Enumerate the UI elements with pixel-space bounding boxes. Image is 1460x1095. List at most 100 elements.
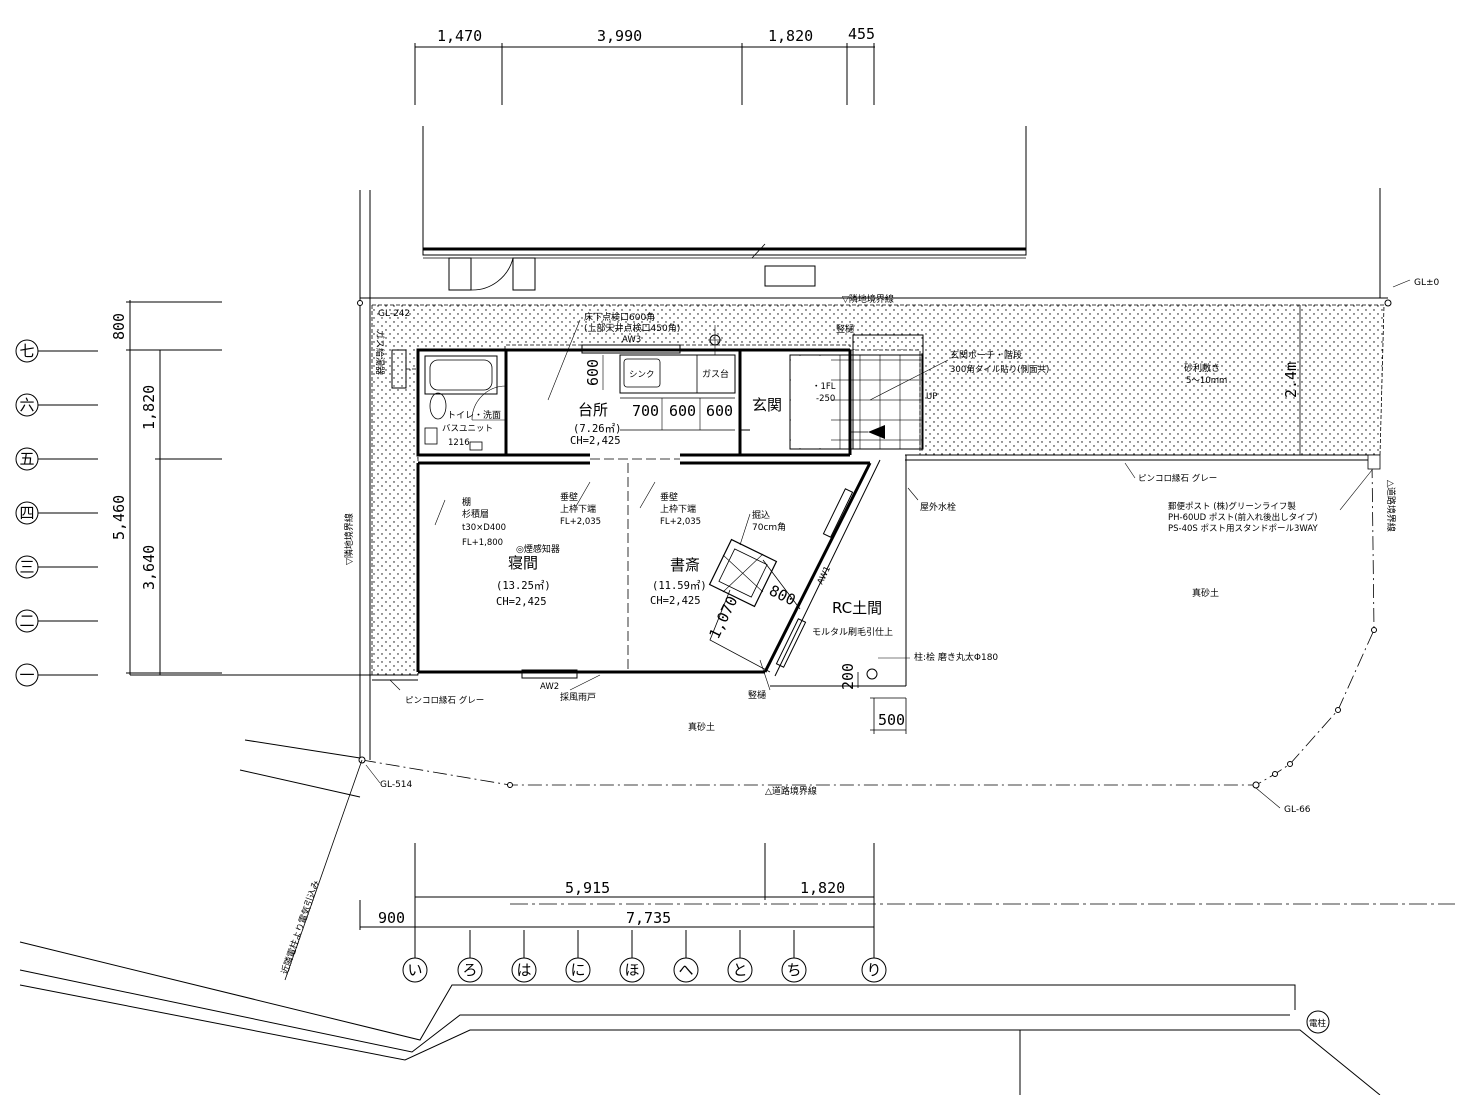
label-up: UP <box>926 392 937 402</box>
label-rain-door: 採風雨戸 <box>560 691 596 703</box>
dim-left-3640: 3,640 <box>140 545 158 590</box>
label-kitchen-600: 600 <box>584 359 602 386</box>
label-aw2: AW2 <box>540 682 559 692</box>
entrance-arrow-icon <box>868 425 885 439</box>
label-faucet: 屋外水栓 <box>920 501 956 513</box>
col-axis-to: と <box>732 961 747 979</box>
dim-top-2: 3,990 <box>597 27 642 45</box>
row-axis-4: 四 <box>19 504 34 522</box>
dim-left-outer: 5,460 <box>110 495 128 540</box>
label-soil-right: 真砂土 <box>1192 587 1219 599</box>
dim-bottom-900: 900 <box>378 909 405 927</box>
label-bath-size: 1216 <box>448 438 470 448</box>
col-axis-chi: ち <box>786 961 801 979</box>
col-axis-i: い <box>407 961 422 979</box>
col-axis-ni: に <box>570 961 585 979</box>
room-study-name: 書斎 <box>670 556 700 574</box>
label-neighbor-boundary-left: ▽隣地境界線 <box>343 513 355 565</box>
column-axis-markers: い ろ は に ほ へ と ち り <box>402 930 887 983</box>
label-hang-wall-1-c: FL+2,035 <box>560 517 601 527</box>
label-gl-66: GL-66 <box>1284 805 1311 815</box>
label-pit-1: 掘込 <box>752 509 770 521</box>
label-gl-242: GL-242 <box>378 309 410 319</box>
label-hang-wall-1-a: 垂壁 <box>560 491 578 503</box>
label-dim-500: 500 <box>878 711 905 729</box>
dim-top-4: 455 <box>848 25 875 43</box>
label-bath-unit: バスユニット <box>442 424 493 434</box>
label-dim-24m: 2.4m <box>1282 362 1300 398</box>
label-floor-hatch-2: (上部天井点検口450角) <box>584 322 680 334</box>
col-axis-ho: ほ <box>624 961 639 979</box>
label-pinkoro-right: ピンコロ縁石 グレー <box>1138 473 1217 484</box>
label-soil-bottom: 真砂土 <box>688 721 715 733</box>
label-porch-1: 玄関ポーチ・階段 <box>950 349 1022 361</box>
label-gas-stove: ガス台 <box>702 368 729 380</box>
dim-bottom-7735: 7,735 <box>626 909 671 927</box>
room-kitchen-area: (7.26㎡) <box>573 423 621 435</box>
label-gl-514: GL-514 <box>380 780 413 790</box>
label-pit-800: 800 <box>766 581 798 609</box>
site-boundaries <box>357 188 1392 789</box>
label-kitchen-600c: 600 <box>706 402 733 420</box>
neighbor-building <box>422 126 1027 291</box>
leader-lines <box>365 279 1411 809</box>
label-aw3: AW3 <box>622 335 641 345</box>
label-shelf-3: t30×D400 <box>462 523 506 533</box>
dim-top-3: 1,820 <box>768 27 813 45</box>
label-gl-0: GL±0 <box>1414 278 1440 288</box>
label-kitchen-600b: 600 <box>669 402 696 420</box>
kitchen-fixtures <box>602 325 736 431</box>
label-gravel-2: 5～10mm <box>1186 376 1227 386</box>
label-hang-wall-2-c: FL+2,035 <box>660 517 701 527</box>
bathroom-fixtures <box>391 349 507 451</box>
row-axis-3: 三 <box>19 558 34 576</box>
dim-bottom-1820: 1,820 <box>800 879 845 897</box>
label-hang-wall-2-a: 垂壁 <box>660 491 678 503</box>
room-kitchen-ch: CH=2,425 <box>570 435 621 447</box>
dim-bottom-5915: 5,915 <box>565 879 610 897</box>
label-power-line: 近隣電柱より電気引込み <box>278 879 322 976</box>
label-kitchen-700: 700 <box>632 402 659 420</box>
label-gutter-top: 竪樋 <box>836 323 854 335</box>
building-walls <box>416 344 907 687</box>
row-axis-markers: 七 六 五 四 三 二 一 <box>15 339 98 687</box>
room-study-area: (11.59㎡) <box>652 580 707 592</box>
label-mailbox-2: PH-60UD ポスト(前入れ後出しタイプ) <box>1168 512 1318 523</box>
col-axis-ha: は <box>516 961 531 979</box>
label-fl-2: -250 <box>816 394 835 404</box>
utility-pole-icon <box>1306 1010 1330 1034</box>
label-water-heater: ガス給湯器 <box>374 330 386 375</box>
label-pinkoro-left: ピンコロ縁石 グレー <box>405 695 484 706</box>
label-floor-hatch-1: 床下点検口600角 <box>584 311 655 323</box>
room-bedroom-area: (13.25㎡) <box>496 580 551 592</box>
label-shelf-2: 杉積層 <box>462 508 489 520</box>
dim-left-800: 800 <box>110 313 128 340</box>
row-axis-7: 七 <box>19 342 34 360</box>
label-neighbor-boundary-top: ▽隣地境界線 <box>842 293 894 305</box>
row-axis-2: 二 <box>19 612 34 630</box>
label-utility-pole: 電柱 <box>1309 1018 1327 1029</box>
row-axis-6: 六 <box>19 396 34 414</box>
bottom-dimension-chains: 5,915 1,820 900 7,735 <box>359 843 1455 930</box>
room-bedroom-name: 寝間 <box>508 554 538 572</box>
pit <box>708 538 801 673</box>
label-mailbox-1: 郵便ポスト (株)グリーンライフ製 <box>1168 501 1296 512</box>
room-study-ch: CH=2,425 <box>650 595 701 607</box>
row-axis-5: 五 <box>19 450 34 468</box>
label-column: 柱:桧 磨き丸太Φ180 <box>914 651 998 663</box>
label-hang-wall-2-b: 上枠下端 <box>660 503 696 515</box>
label-pit-1070: 1,070 <box>705 593 741 641</box>
room-kitchen-name: 台所 <box>578 401 608 419</box>
label-shelf-4: FL+1,800 <box>462 538 503 548</box>
room-doma-finish: モルタル刷毛引仕上 <box>812 626 893 638</box>
room-entrance-name: 玄関 <box>752 396 782 414</box>
col-axis-ro: ろ <box>462 961 477 979</box>
label-gutter-bottom: 竪樋 <box>748 689 766 701</box>
label-porch-2: 300角タイル貼り(側面共) <box>950 364 1049 375</box>
label-mailbox-3: PS-40S ポスト用スタンドポール3WAY <box>1168 524 1319 534</box>
label-road-boundary-right: △道路境界線 <box>1385 480 1397 532</box>
label-dim-200: 200 <box>839 663 857 690</box>
label-road-boundary-bottom: △道路境界線 <box>765 785 817 797</box>
road <box>19 739 1381 1095</box>
